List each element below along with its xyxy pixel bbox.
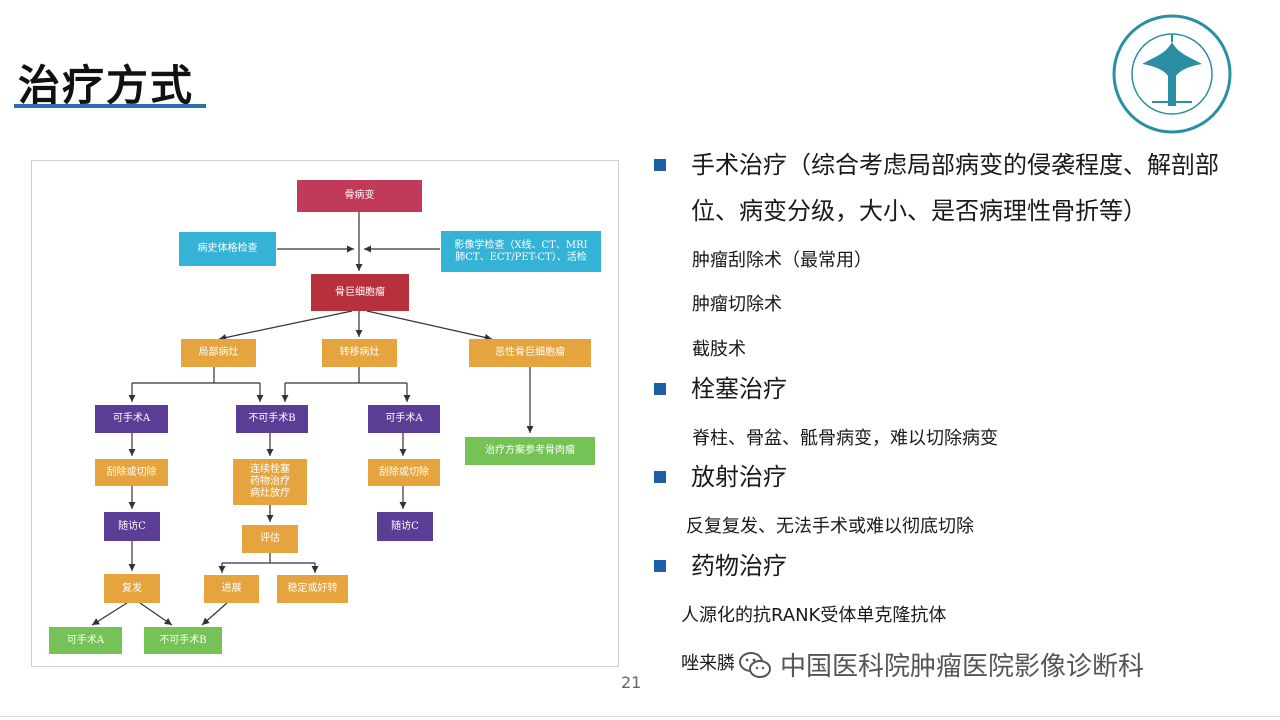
page-number: 21 <box>621 673 642 692</box>
node-followup2: 随访C <box>377 512 433 541</box>
node-inoperable-b2: 不可手术B <box>144 627 222 654</box>
node-imaging-line2: 肺CT、ECT/PET-CT）、活检 <box>455 251 587 263</box>
footer-divider <box>0 716 1280 717</box>
bullet-icon <box>654 383 666 395</box>
node-stable: 稳定或好转 <box>277 575 348 603</box>
flowchart-connectors <box>91 212 534 626</box>
node-followup1: 随访C <box>104 512 160 541</box>
node-imaging-line1: 影像学检查（X线、CT、MRI <box>454 239 588 251</box>
node-curettage2: 刮除或切除 <box>368 459 440 486</box>
surgery-heading-line1: 手术治疗（综合考虑局部病变的侵袭程度、解剖部 <box>691 151 1219 179</box>
node-malignant-gct: 恶性骨巨细胞瘤 <box>469 339 591 367</box>
surgery-item-curettage: 肿瘤刮除术（最常用） <box>692 250 872 271</box>
surgery-item-resection: 肿瘤切除术 <box>692 294 782 315</box>
embolization-heading: 栓塞治疗 <box>691 375 787 403</box>
watermark-text: 中国医科院肿瘤医院影像诊断科 <box>780 652 1145 682</box>
node-history-exam: 病史体格检查 <box>179 232 276 266</box>
node-embolization-line2: 药物治疗 <box>250 476 290 487</box>
treatment-flowchart: 骨病变 病史体格检查 影像学检查（X线、CT、MRI 肺CT、ECT/PET-C… <box>31 160 619 667</box>
node-curettage1: 刮除或切除 <box>95 459 168 486</box>
node-metastatic-lesion: 转移病灶 <box>322 339 397 367</box>
title-underline <box>14 104 206 108</box>
node-operable-a2: 可手术A <box>368 405 440 433</box>
node-embolization: 连续栓塞 药物治疗 病灶放疗 <box>233 459 307 505</box>
node-progress: 进展 <box>204 575 259 603</box>
surgery-item-amputation: 截肢术 <box>692 339 746 360</box>
node-operable-a3: 可手术A <box>49 627 122 654</box>
node-embolization-line3: 病灶放疗 <box>250 488 290 499</box>
bullet-icon <box>654 560 666 572</box>
page-title: 治疗方式 <box>18 61 195 110</box>
wechat-icon <box>739 651 771 678</box>
node-inoperable-b: 不可手术B <box>236 405 308 433</box>
bullet-icon <box>654 159 666 171</box>
embolization-item: 脊柱、骨盆、骶骨病变，难以切除病变 <box>692 428 998 449</box>
node-operable-a1: 可手术A <box>95 405 168 433</box>
node-evaluate: 评估 <box>242 525 298 553</box>
bullet-icon <box>654 471 666 483</box>
radiation-item: 反复复发、无法手术或难以彻底切除 <box>686 516 974 537</box>
drug-heading: 药物治疗 <box>691 552 787 580</box>
node-imaging: 影像学检查（X线、CT、MRI 肺CT、ECT/PET-CT）、活检 <box>441 231 601 272</box>
surgery-heading-line2: 位、病变分级，大小、是否病理性骨折等） <box>691 197 1147 225</box>
node-embolization-line1: 连续栓塞 <box>250 464 290 475</box>
drug-item-zoledronic: 唑来膦 <box>681 653 735 674</box>
wechat-watermark: 中国医科院肿瘤医院影像诊断科 <box>738 646 1144 683</box>
node-gct: 骨巨细胞瘤 <box>311 274 409 311</box>
node-recurrence: 复发 <box>104 574 160 603</box>
node-bone-lesion: 骨病变 <box>297 180 422 212</box>
hospital-logo <box>1112 14 1232 134</box>
node-refer-sarcoma: 治疗方案参考骨肉瘤 <box>465 437 595 465</box>
drug-item-denosumab: 人源化的抗RANK受体单克隆抗体 <box>681 605 947 626</box>
radiation-heading: 放射治疗 <box>691 463 787 491</box>
node-local-lesion: 局部病灶 <box>181 339 256 367</box>
